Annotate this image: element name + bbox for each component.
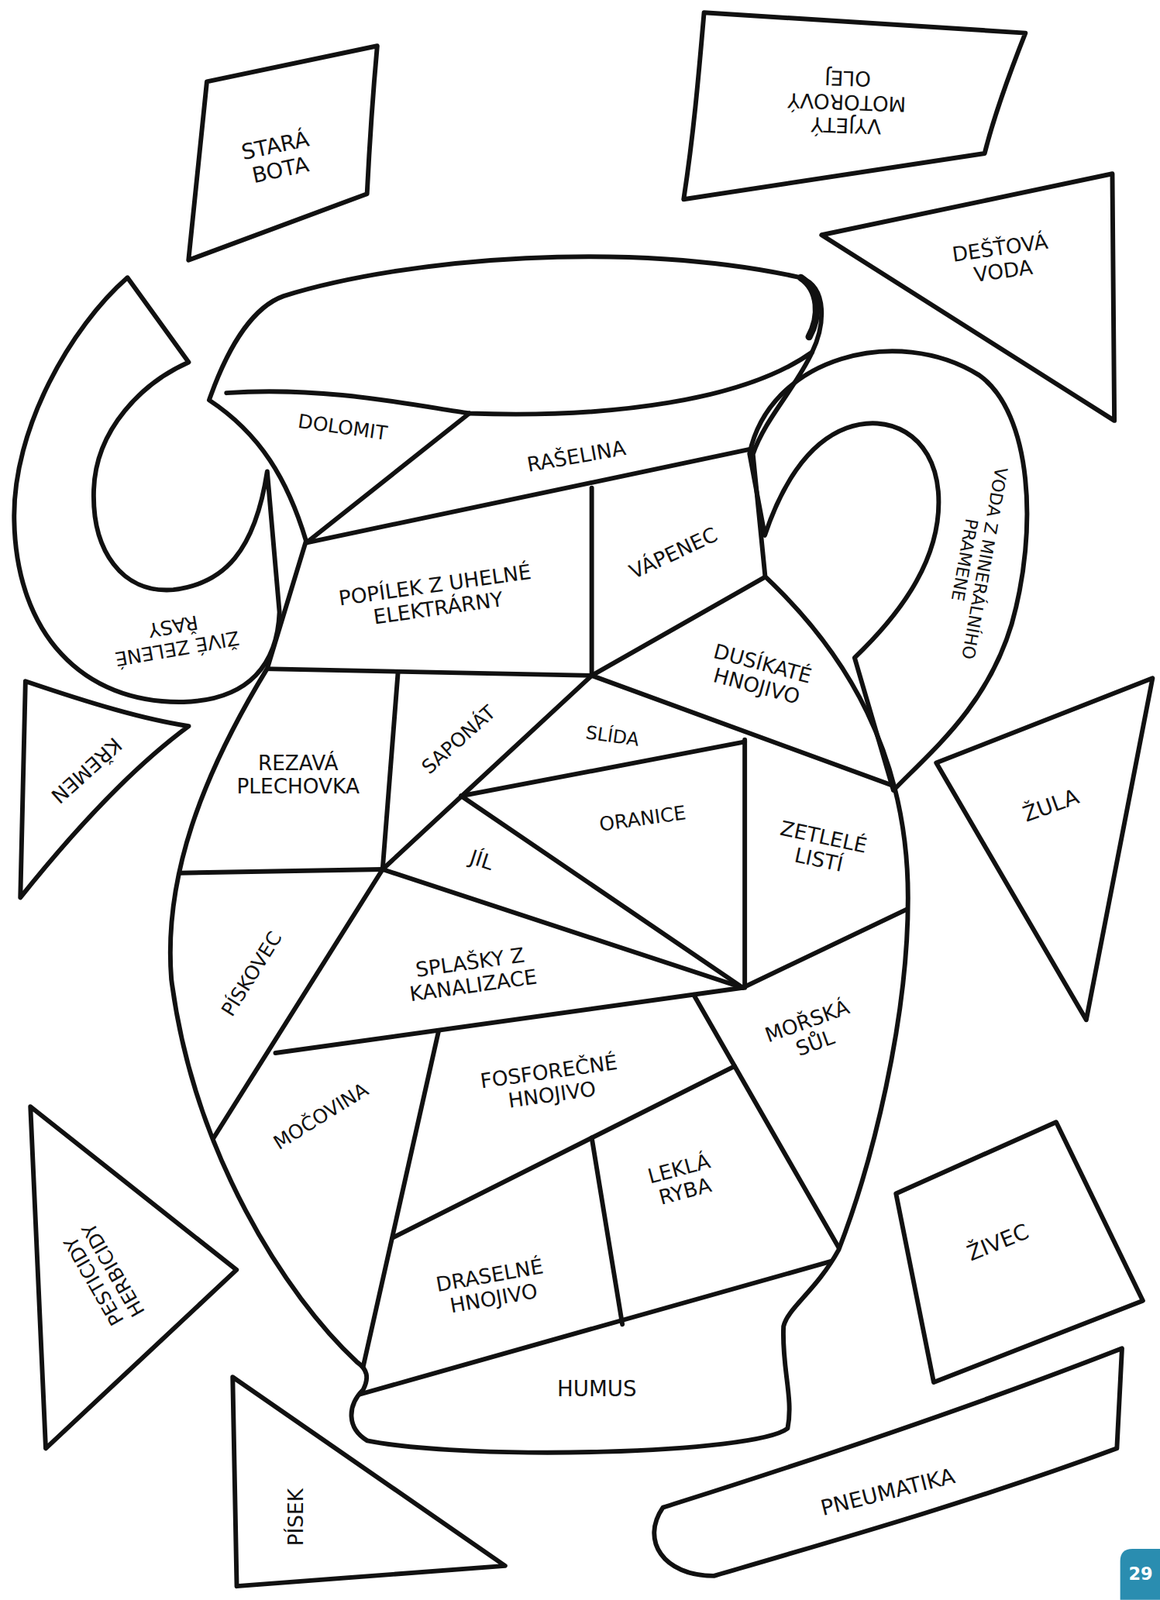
page-number-tab [1120, 1548, 1160, 1600]
jug-piece: DRASELNÉ HNOJIVO [422, 1261, 562, 1314]
piece-outline [16, 677, 193, 902]
piece-shape [30, 1107, 237, 1450]
jug-piece: DOLOMIT [278, 414, 407, 442]
jug-rim-thick [801, 277, 817, 337]
piece-label: ŽULA [1003, 778, 1099, 833]
piece-label: PÍSKOVEC [207, 912, 297, 1037]
piece-label: VYJETÝ MOTOROVÝ OLEJ [776, 64, 917, 140]
piece-label: JÍL [448, 839, 514, 881]
jug-piece: ORANICE [583, 805, 703, 833]
puzzle-piece: VYJETÝ MOTOROVÝ OLEJ [679, 8, 1030, 204]
piece-shape [683, 12, 1026, 200]
piece-label: STARÁ BOTA [224, 123, 331, 193]
jug-piece: VÁPENEC [609, 539, 738, 568]
puzzle-piece: STARÁ BOTA [184, 41, 382, 265]
piece-label: SLÍDA [565, 719, 660, 754]
jug-piece: LEKLÁ RYBA [633, 1154, 731, 1207]
jug-piece: MOŘSKÁ SŮL [757, 1006, 866, 1059]
jug-piece: JÍL [447, 846, 516, 875]
piece-line [742, 740, 747, 988]
piece-label: POPÍLEK Z UHELNÉ ELEKTRÁRNY [316, 557, 556, 637]
piece-line [589, 488, 595, 676]
puzzle-piece: DEŠŤOVÁ VODA [817, 169, 1119, 425]
piece-line [152, 869, 383, 874]
piece-label: HUMUS [535, 1376, 658, 1402]
piece-outline [817, 169, 1119, 425]
piece-line [743, 898, 930, 988]
piece-label: DUSÍKATÉ HNOJIVO [691, 636, 828, 715]
jug-piece: ZETLELÉ LISTÍ [759, 822, 883, 875]
piece-label: VÁPENEC [612, 516, 734, 590]
piece-label: ŽIVEC [945, 1211, 1050, 1274]
piece-shape [654, 1349, 1123, 1577]
piece-label: VODA Z MINERÁLNÍHO PRAMENE [936, 452, 1013, 671]
piece-shape [821, 173, 1115, 421]
piece-label: PESTICIDY HERBICIDY [51, 1206, 157, 1344]
jug-outline [170, 256, 909, 1453]
piece-outline [932, 674, 1157, 1025]
piece-label: ORANICE [585, 800, 700, 839]
jug-piece: RAŠELINA [496, 442, 656, 471]
puzzle-piece: PESTICIDY HERBICIDY [26, 1102, 241, 1453]
piece-label: SAPONÁT [409, 695, 509, 787]
piece-line [461, 741, 745, 796]
jug-piece: SLÍDA [563, 723, 661, 750]
piece-label: SPLAŠKY Z KANALIZACE [367, 936, 576, 1012]
jug-piece: FOSFOREČNÉ HNOJIVO [465, 1057, 636, 1110]
puzzle-piece: PÍSEK [228, 1373, 510, 1591]
jug-piece: HUMUS [532, 1374, 661, 1405]
piece-label: DOLOMIT [280, 409, 405, 448]
piece-outline [891, 1118, 1147, 1387]
piece-outline [26, 1102, 241, 1453]
jug-rim [226, 352, 813, 415]
piece-label: MOŘSKÁ SŮL [754, 992, 867, 1072]
piece-shape [189, 45, 379, 260]
jug-piece: POPÍLEK Z UHELNÉ ELEKTRÁRNY [316, 571, 558, 624]
piece-line [275, 987, 743, 1054]
piece-label: PNEUMATIKA [785, 1456, 990, 1530]
piece-label: PÍSEK [284, 1466, 308, 1569]
piece-label: DEŠŤOVÁ VODA [940, 228, 1064, 292]
jug-piece: DUSÍKATÉ HNOJIVO [692, 649, 827, 702]
piece-shape [232, 1376, 506, 1587]
piece-shape [20, 681, 189, 899]
puzzle-piece: ŽIVÉ ZELENÉ ŘASY [10, 273, 284, 706]
piece-label: ZETLELÉ LISTÍ [759, 813, 885, 885]
piece-shape [895, 1122, 1143, 1383]
piece-line [382, 675, 593, 870]
piece-label: FOSFOREČNÉ HNOJIVO [466, 1048, 635, 1118]
puzzle-piece: PNEUMATIKA [650, 1344, 1126, 1580]
jug-piece: SPLAŠKY Z KANALIZACE [366, 948, 577, 1001]
jug-piece: REZAVÁ PLECHOVKA [218, 749, 378, 802]
piece-label: REZAVÁ PLECHOVKA [221, 751, 375, 799]
piece-shape [936, 678, 1154, 1021]
piece-label: KŘEMEN [37, 723, 137, 816]
piece-outline [228, 1373, 510, 1591]
piece-shape [750, 351, 1028, 792]
piece-label: ŽIVÉ ZELENÉ ŘASY [86, 599, 265, 675]
jug-piece: MOČOVINA [251, 1103, 391, 1131]
piece-line [592, 1137, 623, 1325]
piece-shape [13, 277, 279, 703]
puzzle-piece: KŘEMEN [16, 677, 193, 902]
piece-label: DRASELNÉ HNOJIVO [422, 1252, 562, 1322]
piece-line [244, 668, 593, 676]
jug-piece: PÍSKOVEC [182, 960, 322, 988]
piece-label: LEKLÁ RYBA [631, 1146, 733, 1216]
puzzle-piece: ŽIVEC [891, 1118, 1147, 1387]
piece-outline [650, 1344, 1126, 1580]
piece-line [382, 673, 399, 870]
jug-lines [152, 256, 929, 1453]
jug-piece: SAPONÁT [399, 726, 519, 754]
piece-label: MOČOVINA [259, 1072, 384, 1162]
puzzle-piece: VODA Z MINERÁLNÍHO PRAMENE [745, 347, 1032, 795]
page-number: 29 [1128, 1564, 1153, 1584]
jug-piece-lines [152, 413, 929, 1401]
puzzle-piece: ŽULA [932, 674, 1157, 1025]
